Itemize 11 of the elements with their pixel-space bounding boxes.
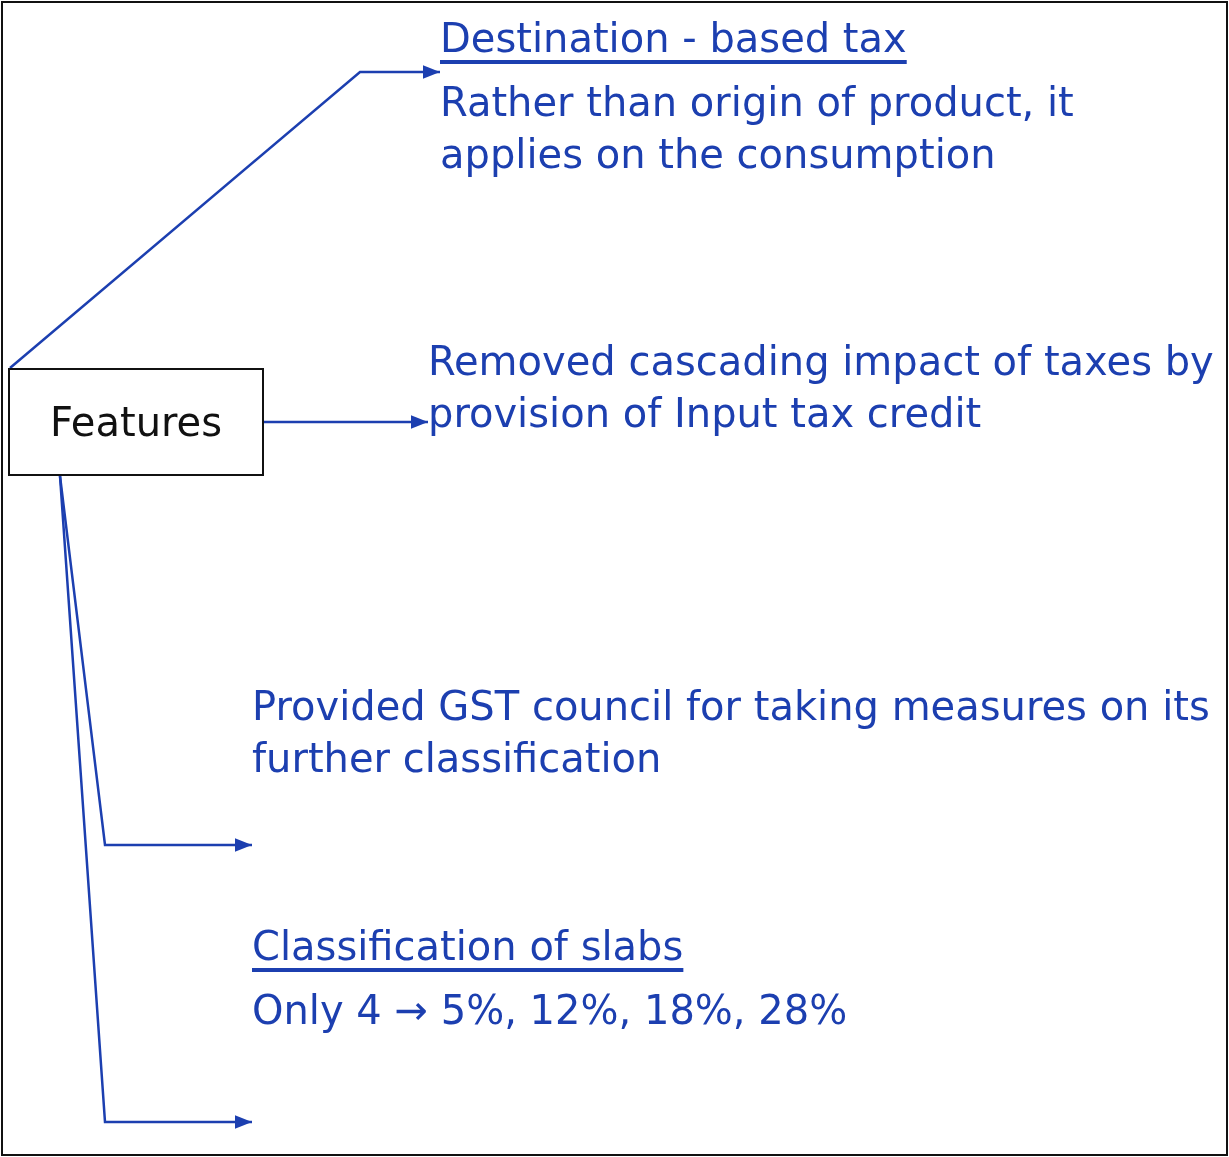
feature-text: Rather than origin of product, it applies on the consumption — [440, 78, 1075, 179]
box-label: Features — [50, 398, 222, 447]
arrow — [58, 475, 252, 852]
feature-heading: Destination - based tax — [440, 14, 908, 63]
arrow — [58, 475, 252, 1129]
label-box — [8, 368, 264, 476]
feature-text: Provided GST council for taking measures on its further classification — [252, 682, 1211, 783]
feature-heading: Classification of slabs — [252, 922, 685, 971]
arrow — [264, 415, 428, 429]
feature-text: Removed cascading impact of taxes by provision of Input tax credit — [428, 337, 1215, 438]
feature-text: Only 4 → 5%, 12%, 18%, 28% — [252, 986, 849, 1035]
